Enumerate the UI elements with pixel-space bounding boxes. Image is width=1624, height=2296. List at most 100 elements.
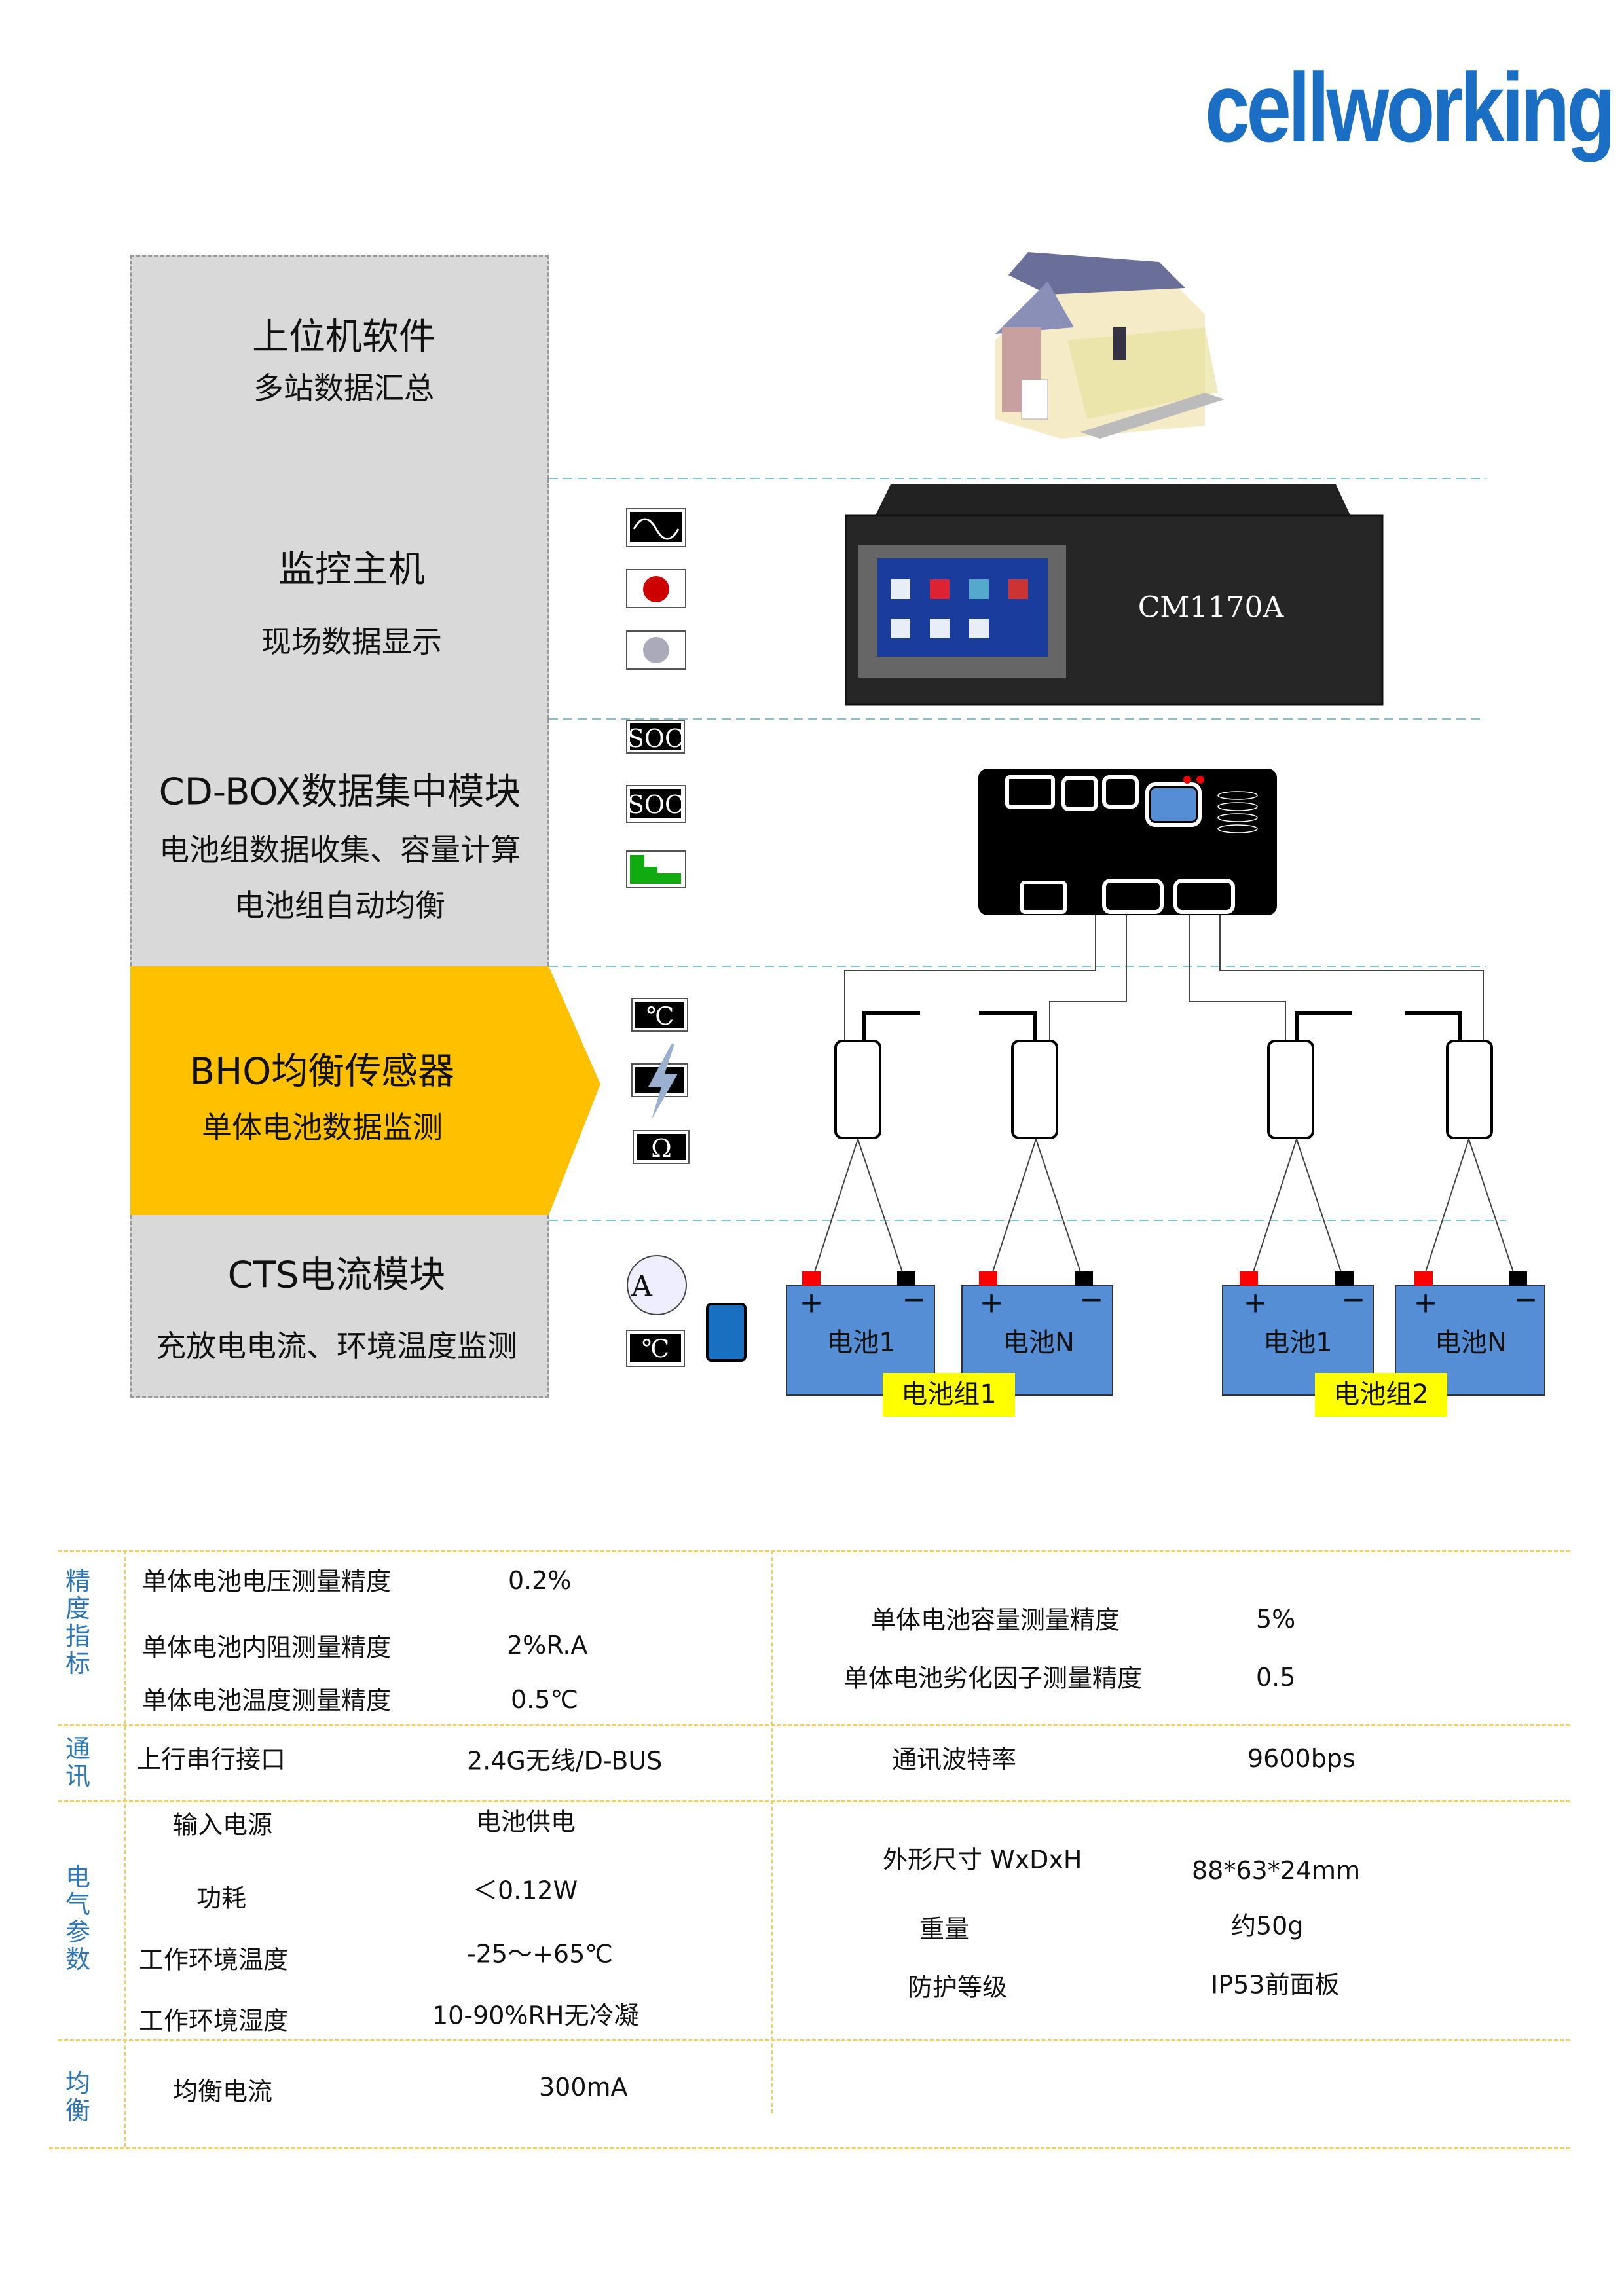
layer-cts	[130, 1215, 549, 1398]
spec-label: 防护等级	[908, 1973, 1008, 2002]
table-divider	[58, 1724, 1570, 1726]
soc-icon	[630, 723, 681, 750]
spec-label: 重量	[919, 1914, 970, 1944]
layer-title: CD-BOX数据集中模块	[158, 771, 521, 814]
table-divider	[58, 2039, 1570, 2041]
spec-category: 均衡	[65, 2069, 90, 2125]
temperature-icon	[635, 1002, 684, 1028]
table-divider	[49, 2147, 1570, 2149]
spec-label: 通讯波特率	[892, 1745, 1017, 1774]
spec-category: 精度指标	[65, 1567, 90, 1678]
layer-subtitle: 充放电电流、环境温度监测	[156, 1328, 517, 1364]
spec-label: 输入电源	[173, 1810, 273, 1840]
batteries	[786, 1271, 1545, 1396]
spec-label: 均衡电流	[173, 2077, 273, 2106]
chart-globe-icon	[643, 637, 669, 663]
green-bar-chart-icon	[630, 855, 681, 884]
battery-label: 电池1	[1263, 1328, 1333, 1358]
resistance-icon	[637, 1134, 686, 1160]
bus-wires	[844, 915, 1484, 1040]
layer-subtitle: 多站数据汇总	[253, 371, 434, 406]
brand-logo: cellworking	[1205, 52, 1615, 162]
table-divider	[58, 1800, 1570, 1802]
battery-label: 电池N	[1003, 1328, 1075, 1358]
battery-minus: −	[902, 1283, 927, 1317]
alarm-light-icon	[643, 576, 669, 602]
soc-icon	[630, 789, 681, 818]
house-illustration	[995, 252, 1225, 439]
spec-value: 88*63*24mm	[1192, 1856, 1361, 1885]
layer-title: 上位机软件	[252, 316, 435, 359]
spec-label: 单体电池容量测量精度	[871, 1605, 1120, 1635]
temp-label: ℃	[641, 1334, 670, 1363]
temperature-icon	[630, 1334, 681, 1362]
battery-minus: −	[1513, 1283, 1538, 1317]
battery-label: 电池1	[826, 1328, 896, 1358]
battery-plus: +	[799, 1286, 824, 1320]
layer-subtitle: 电池组数据收集、容量计算	[159, 832, 521, 867]
layer-subtitle: 现场数据显示	[261, 624, 442, 659]
spec-value: 10-90%RH无冷凝	[432, 2001, 639, 2030]
spec-label: 单体电池劣化因子测量精度	[843, 1664, 1143, 1693]
spec-value: 0.5℃	[511, 1685, 579, 1714]
cell-wires	[811, 1139, 1517, 1281]
battery-minus: −	[1079, 1283, 1104, 1317]
spec-value: 2%R.A	[507, 1631, 588, 1660]
battery-minus: −	[1341, 1283, 1366, 1317]
table-divider	[58, 1550, 1570, 1552]
spec-category: 电气参数	[65, 1863, 90, 1974]
soc-label: SOC	[627, 790, 684, 819]
table-divider	[124, 1550, 126, 2147]
spec-value: ＜0.12W	[473, 1876, 578, 1905]
spec-label: 单体电池温度测量精度	[142, 1686, 392, 1715]
spec-value: 约50g	[1231, 1911, 1304, 1941]
battery-plus: +	[1413, 1286, 1438, 1320]
spec-label: 单体电池内阻测量精度	[142, 1633, 392, 1662]
bho-sensors	[834, 1040, 1493, 1139]
spec-category: 通讯	[65, 1734, 90, 1791]
spec-label: 外形尺寸 WxDxH	[883, 1845, 1082, 1874]
cdbox-device	[978, 769, 1277, 915]
host-model-label: CM1170A	[1137, 591, 1284, 625]
spec-value: 9600bps	[1247, 1744, 1356, 1773]
monitor-host-device	[845, 484, 1384, 706]
spec-label: 功耗	[196, 1884, 247, 1913]
spec-value: 电池供电	[476, 1807, 576, 1836]
layer-subtitle: 单体电池数据监测	[202, 1110, 443, 1145]
spec-label: 工作环境温度	[139, 1945, 289, 1975]
spec-label: 单体电池电压测量精度	[142, 1567, 392, 1596]
layer-monitor-host	[130, 479, 549, 719]
soc-label: SOC	[627, 724, 684, 753]
table-divider	[771, 1550, 773, 2113]
spec-value: 300mA	[539, 2073, 628, 2102]
layer-bho-arrow	[130, 966, 600, 1215]
layer-host-software	[130, 255, 549, 479]
spec-value: IP53前面板	[1211, 1970, 1340, 1999]
layer-subtitle: 电池组自动均衡	[234, 888, 445, 923]
battery-group-label: 电池组1	[883, 1373, 1015, 1417]
ohm-label: Ω	[651, 1134, 672, 1163]
temp-label: ℃	[646, 1002, 674, 1030]
layer-title: BHO均衡传感器	[189, 1050, 455, 1093]
layer-title: CTS电流模块	[227, 1254, 446, 1297]
voltage-lightning-icon	[648, 1044, 678, 1120]
amp-label: A	[631, 1269, 652, 1303]
layer-title: 监控主机	[278, 548, 425, 591]
layer-cdbox	[130, 719, 549, 966]
spec-value: 0.2%	[508, 1566, 572, 1595]
sensor-leads	[862, 1011, 1462, 1046]
waveform-icon	[630, 512, 682, 542]
cts-module-icon	[706, 1303, 747, 1362]
layer-dividers	[549, 478, 1506, 1221]
battery-plus: +	[979, 1286, 1004, 1320]
spec-label: 上行串行接口	[136, 1745, 286, 1774]
battery-label: 电池N	[1435, 1328, 1507, 1358]
battery-group-label: 电池组2	[1315, 1373, 1447, 1417]
spec-label: 工作环境湿度	[139, 2006, 289, 2035]
spec-value: -25～+65℃	[467, 1939, 613, 1969]
spec-value: 0.5	[1256, 1663, 1296, 1692]
system-diagram	[549, 252, 1545, 1396]
spec-value: 2.4G无线/D-BUS	[467, 1746, 663, 1776]
dc-ammeter-icon	[627, 1255, 687, 1315]
spec-value: 5%	[1256, 1605, 1296, 1633]
